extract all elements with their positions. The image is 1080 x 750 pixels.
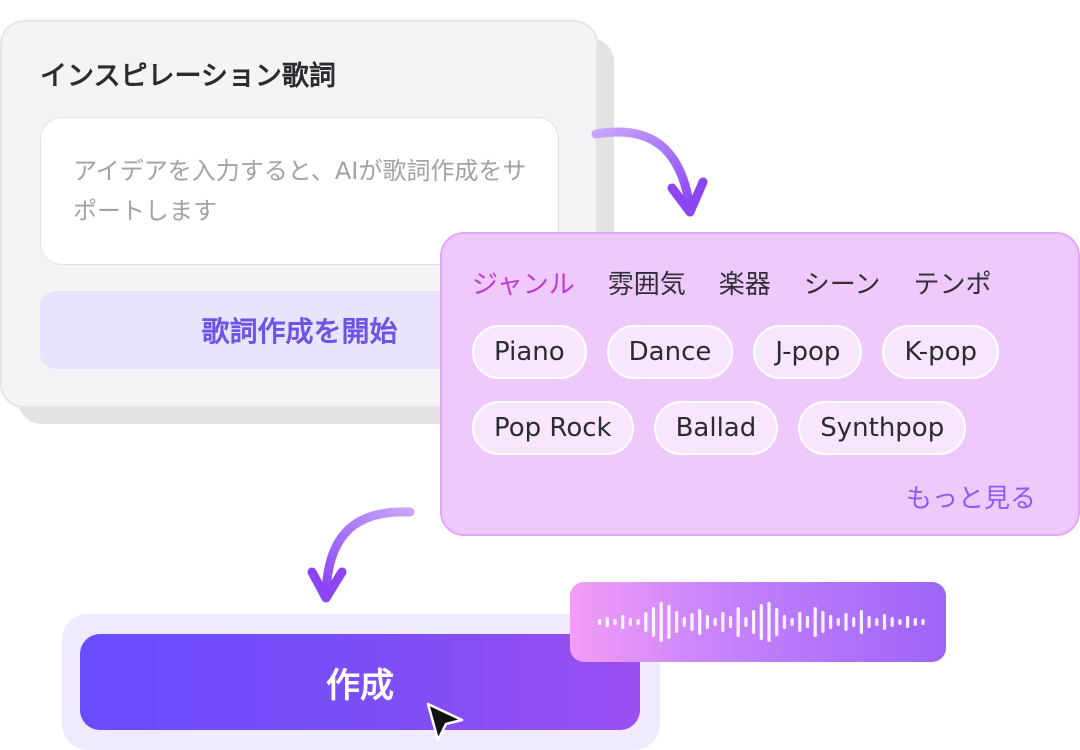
waveform-bar <box>906 616 910 628</box>
waveform-bar <box>752 610 756 634</box>
waveform-bar <box>875 618 879 626</box>
waveform-bar <box>736 607 740 637</box>
tag-selection-panel <box>440 232 1080 536</box>
waveform-bar <box>728 616 733 628</box>
mouse-pointer-icon <box>426 702 464 742</box>
waveform-bar <box>675 611 679 633</box>
audio-waveform-icon <box>598 602 925 642</box>
tag-chip-ballad[interactable]: Ballad <box>653 401 779 455</box>
show-more-link[interactable]: もっと見る <box>906 484 1037 514</box>
waveform-bar <box>713 618 717 626</box>
waveform-bar <box>798 612 802 632</box>
waveform-bar <box>659 602 663 642</box>
waveform-bar <box>682 617 686 627</box>
waveform-badge <box>570 582 946 662</box>
waveform-bar <box>621 615 625 629</box>
waveform-bar <box>598 619 602 625</box>
waveform-bar <box>859 610 863 634</box>
category-tabs: ジャンル 雰囲気 楽器 シーン テンポ <box>472 264 1024 301</box>
waveform-bar <box>782 615 786 629</box>
curved-arrow-icon <box>591 127 708 217</box>
tag-chip-synthpop[interactable]: Synthpop <box>798 401 967 455</box>
waveform-bar <box>651 607 656 637</box>
waveform-bar <box>759 604 763 640</box>
waveform-bar <box>613 619 617 625</box>
waveform-bar <box>605 617 609 627</box>
waveform-bar <box>628 618 632 626</box>
tag-chip-kpop[interactable]: K-pop <box>882 325 1000 379</box>
tag-chip-row: Pop Rock Ballad Synthpop <box>472 401 986 455</box>
tag-chip-dance[interactable]: Dance <box>606 325 734 379</box>
waveform-bar <box>644 612 648 632</box>
waveform-bar <box>721 612 725 632</box>
waveform-bar <box>636 619 640 625</box>
create-button[interactable]: 作成 <box>80 634 640 730</box>
tag-chip-jpop[interactable]: J-pop <box>753 325 863 379</box>
waveform-bar <box>767 602 771 642</box>
tag-chip-piano[interactable]: Piano <box>472 325 587 379</box>
tab-mood[interactable]: 雰囲気 <box>607 270 686 300</box>
waveform-bar <box>813 607 817 637</box>
waveform-bar <box>790 618 794 626</box>
card-title: インスピレーション歌詞 <box>40 61 336 92</box>
waveform-bar <box>852 617 856 627</box>
waveform-bar <box>805 616 810 628</box>
waveform-bar <box>913 618 917 626</box>
tab-genre[interactable]: ジャンル <box>472 270 575 300</box>
tab-scene[interactable]: シーン <box>803 270 881 300</box>
waveform-bar <box>867 616 871 628</box>
waveform-bar <box>705 615 709 629</box>
waveform-bar <box>890 617 894 627</box>
waveform-bar <box>667 605 671 639</box>
waveform-bar <box>882 614 887 630</box>
waveform-bar <box>744 617 748 627</box>
waveform-bar <box>836 618 840 626</box>
waveform-bar <box>829 615 833 629</box>
waveform-bar <box>698 609 702 635</box>
tag-chip-pop-rock[interactable]: Pop Rock <box>472 401 634 455</box>
waveform-bar <box>821 611 825 633</box>
tab-instrument[interactable]: 楽器 <box>718 270 771 300</box>
waveform-bar <box>690 613 694 631</box>
waveform-bar <box>844 613 848 631</box>
tab-tempo[interactable]: テンポ <box>913 270 992 300</box>
tag-chip-row: Piano Dance J-pop K-pop <box>472 325 1019 379</box>
waveform-bar <box>775 608 779 636</box>
waveform-bar <box>921 619 925 625</box>
waveform-bar <box>898 619 902 625</box>
curved-arrow-icon <box>307 507 415 603</box>
